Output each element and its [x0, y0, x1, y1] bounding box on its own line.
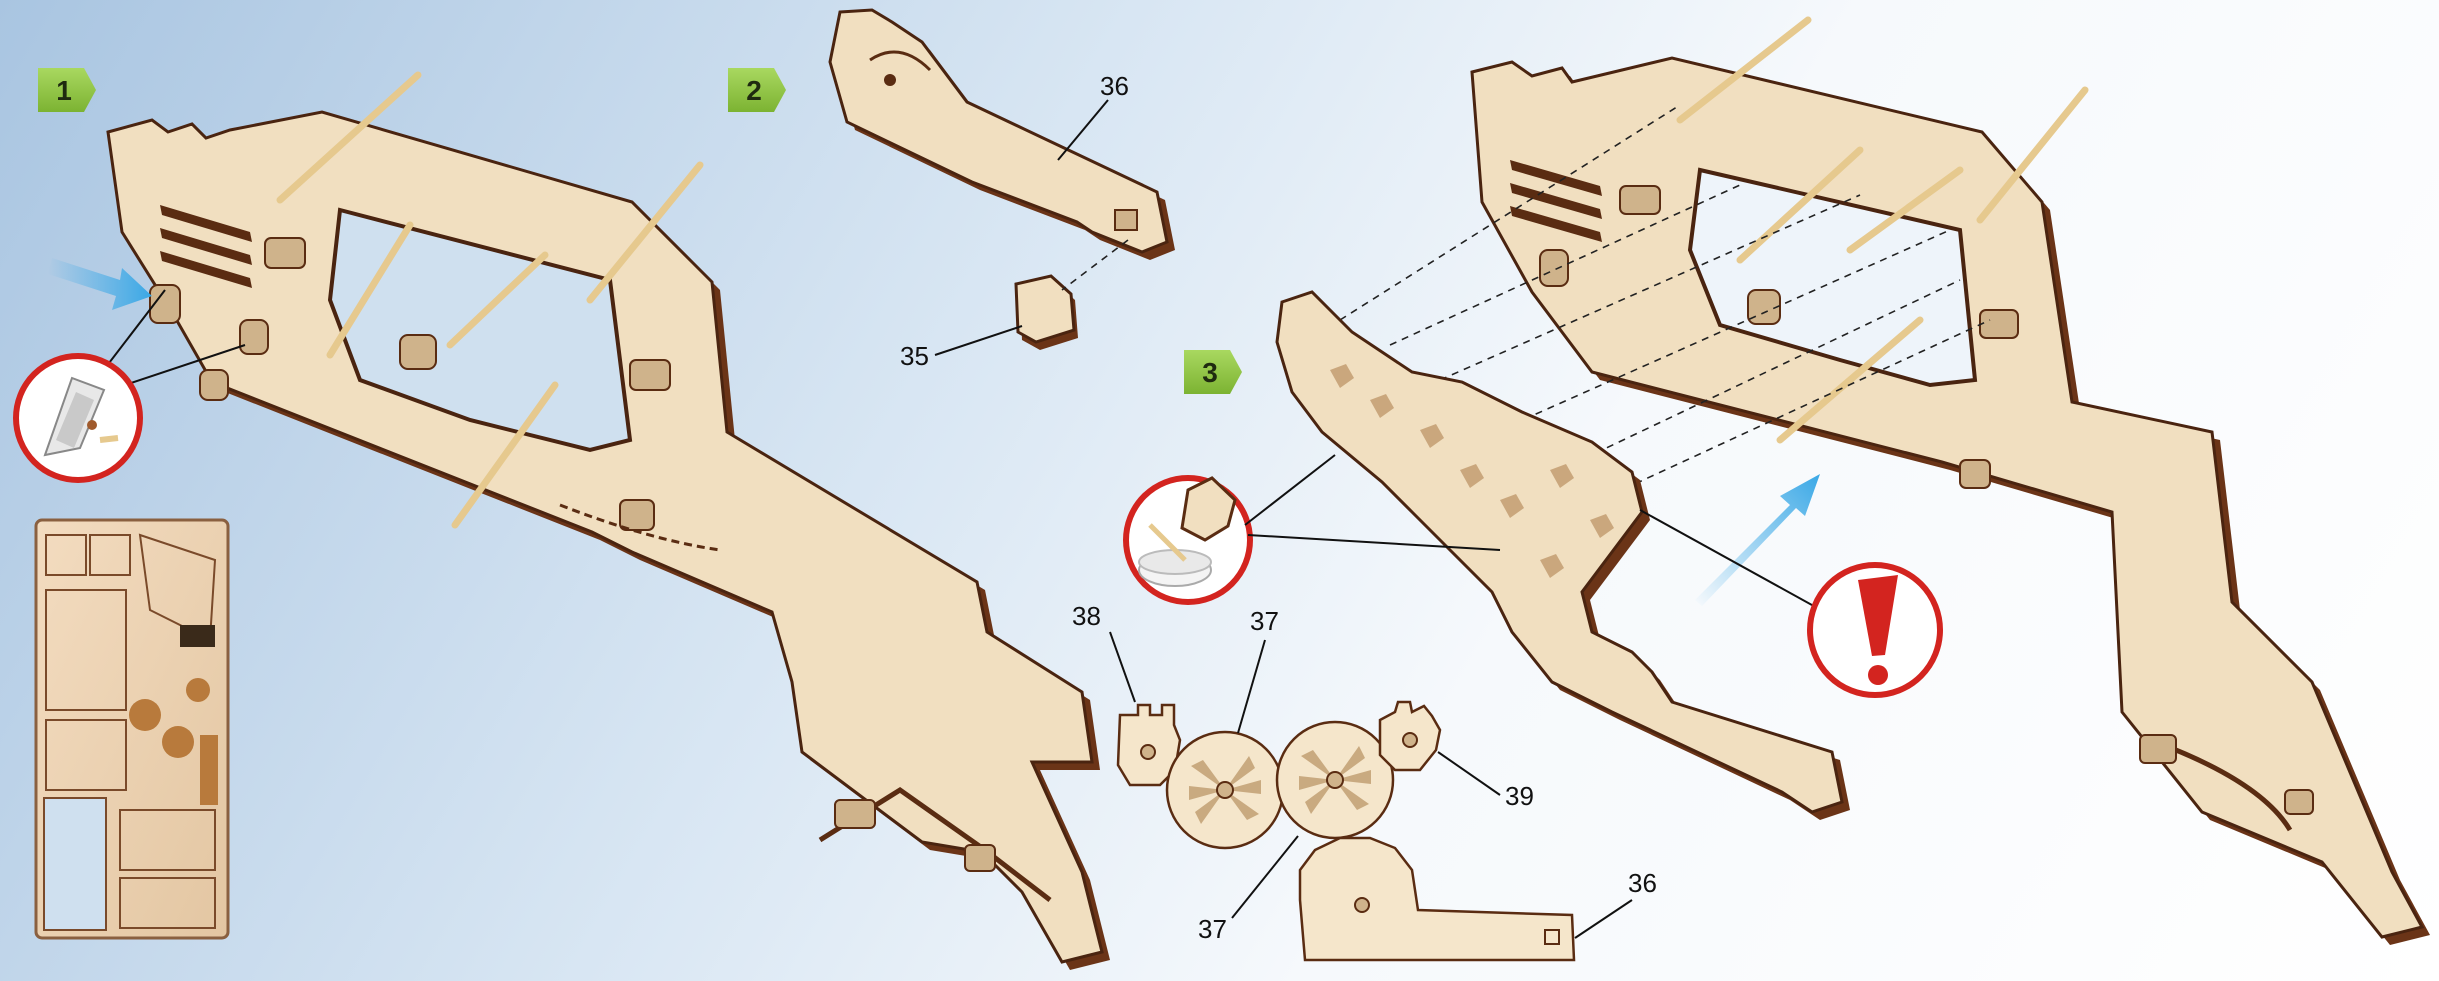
step-3-badge: 3	[1184, 350, 1242, 394]
part-number-35: 35	[900, 341, 929, 371]
part-number-37-a: 37	[1250, 606, 1279, 636]
part-36-b	[1300, 838, 1574, 960]
leader-line	[1438, 752, 1500, 795]
part-number-36-b: 36	[1628, 868, 1657, 898]
leader-line	[1245, 455, 1335, 525]
step-2-label: 2	[746, 75, 762, 106]
glue-pot-icon	[1126, 478, 1250, 602]
leader-line	[1640, 510, 1830, 615]
part-35-step2	[1016, 276, 1078, 350]
part-number-38: 38	[1072, 601, 1101, 631]
part-number-36-a: 36	[1100, 71, 1129, 101]
cutter-knife-icon	[16, 356, 140, 480]
leader-line	[1110, 632, 1135, 702]
direction-arrow-icon	[1695, 474, 1820, 606]
parts-sheet-thumbnail	[36, 520, 228, 938]
exclamation-warning-icon	[1810, 565, 1940, 695]
direction-arrow-icon	[48, 258, 152, 310]
step-2-badge: 2	[728, 68, 786, 112]
leader-line	[1575, 900, 1632, 938]
leader-line	[1058, 100, 1108, 160]
step-1-badge: 1	[38, 68, 96, 112]
part-number-37-b: 37	[1198, 914, 1227, 944]
leader-line	[935, 326, 1022, 355]
step-3-label: 3	[1202, 357, 1218, 388]
part-39	[1380, 702, 1440, 770]
leader-line	[1238, 640, 1265, 733]
part-36-step2	[830, 10, 1175, 260]
leader-line	[1232, 836, 1298, 918]
part-37-a	[1167, 732, 1283, 848]
part-37-b	[1277, 722, 1393, 838]
frame-assembly-step1	[108, 75, 1110, 970]
part-number-39: 39	[1505, 781, 1534, 811]
step-1-label: 1	[56, 75, 72, 106]
gear-layout-diagram	[1118, 702, 1574, 960]
guide-line	[1062, 240, 1128, 290]
